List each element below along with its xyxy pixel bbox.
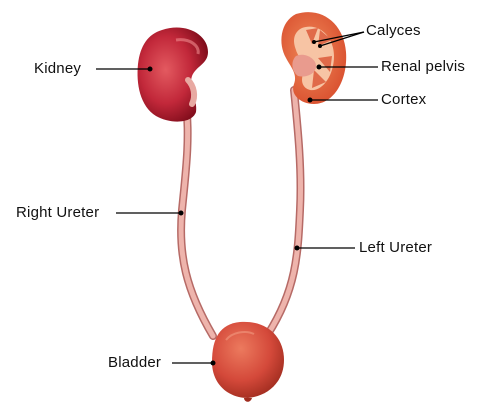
- label-bladder: Bladder: [108, 354, 162, 371]
- label-left-ureter: Left Ureter: [359, 239, 433, 256]
- right-ureter-highlight: [178, 97, 216, 339]
- left-ureter-highlight: [265, 87, 304, 337]
- bladder: [210, 321, 284, 402]
- label-right-ureter: Right Ureter: [16, 204, 100, 221]
- calyces-leader-1: [313, 31, 365, 43]
- leader-dots: [147, 40, 322, 251]
- label-cortex: Cortex: [381, 91, 427, 108]
- calyces-leader-2: [319, 31, 365, 47]
- leader-lines: [96, 31, 378, 364]
- right-kidney: [137, 27, 208, 122]
- label-calyces: Calyces: [366, 22, 421, 39]
- label-kidney: Kidney: [34, 60, 82, 77]
- label-renal-pelvis: Renal pelvis: [381, 58, 466, 75]
- left-kidney-section: [281, 12, 347, 105]
